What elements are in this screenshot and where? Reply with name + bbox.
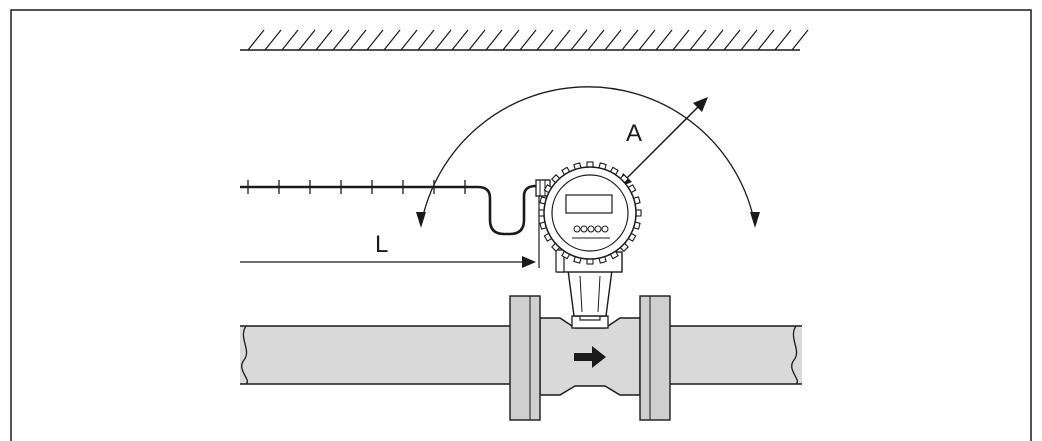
hatch-mark [621, 29, 639, 51]
hatch-mark [315, 29, 333, 51]
arrow-right-icon [574, 346, 606, 368]
cable-length-arrowhead [522, 256, 536, 268]
arc-arrowhead-left [416, 212, 426, 228]
keypad [572, 225, 610, 239]
cable-length-label: L [375, 231, 388, 258]
hatch-mark [451, 29, 469, 51]
hatch-mark [247, 29, 265, 51]
hatch-mark [655, 29, 673, 51]
hatch-mark [519, 29, 537, 51]
transmitter-housing [538, 161, 642, 265]
hatch-mark [264, 29, 282, 51]
hatch-mark [383, 29, 401, 51]
hatch-mark [740, 29, 758, 51]
hatch-mark [553, 29, 571, 51]
hatch-mark [638, 29, 656, 51]
hatch-mark [689, 29, 707, 51]
hatch-mark [604, 29, 622, 51]
hatch-mark [672, 29, 690, 51]
figure-frame [10, 9, 1032, 441]
flange-left [509, 295, 541, 421]
flange-right [639, 295, 671, 421]
hatch-mark [298, 29, 316, 51]
hatch-mark [366, 29, 384, 51]
clearance-label: A [626, 120, 642, 147]
hatch-mark [400, 29, 418, 51]
hatch-mark [536, 29, 554, 51]
hatch-mark [706, 29, 724, 51]
hatch-mark [485, 29, 503, 51]
cable-gland [535, 179, 551, 197]
clearance-arrowhead-top [693, 97, 708, 112]
hatch-mark [434, 29, 452, 51]
hatch-mark [417, 29, 435, 51]
hatch-mark [791, 29, 809, 51]
arc-arrowhead-right [750, 212, 760, 228]
rotation-arc [420, 86, 756, 226]
hatch-mark [332, 29, 350, 51]
clearance-dimension-line [619, 99, 706, 186]
hatch-mark [281, 29, 299, 51]
hatched-ceiling-icon [240, 29, 809, 51]
hatch-mark [468, 29, 486, 51]
hatch-mark [570, 29, 588, 51]
hatch-mark [587, 29, 605, 51]
hatch-mark [502, 29, 520, 51]
hatch-mark [723, 29, 741, 51]
hatch-mark [774, 29, 792, 51]
connecting-cable [240, 180, 542, 236]
display-window [565, 194, 613, 214]
hatch-mark [757, 29, 775, 51]
hatch-mark [349, 29, 367, 51]
